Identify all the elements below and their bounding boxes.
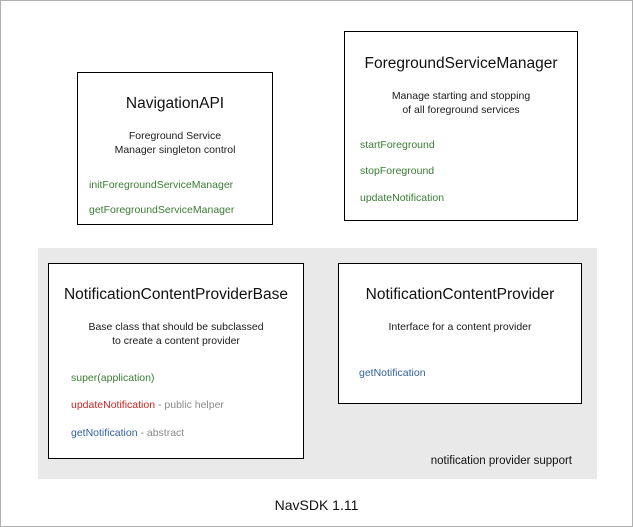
member-row[interactable]: super(application) xyxy=(71,371,303,384)
member-list-navigation-api: initForegroundServiceManager getForegrou… xyxy=(78,178,272,216)
class-box-foreground-service-manager[interactable]: ForegroundServiceManager Manage starting… xyxy=(344,31,578,221)
member-row[interactable]: startForeground xyxy=(360,138,577,151)
member-row[interactable]: initForegroundServiceManager xyxy=(89,178,272,191)
class-title-notification-content-provider: NotificationContentProvider xyxy=(365,286,555,303)
member-name: stopForeground xyxy=(360,165,435,178)
class-description-line-1: Manage starting and stopping xyxy=(391,89,531,102)
member-name: updateNotification xyxy=(71,399,156,412)
class-description-line-2: Manager singleton control xyxy=(114,143,236,156)
class-description-notification-content-provider: Interface for a content provider xyxy=(339,321,581,335)
member-row[interactable]: updateNotification xyxy=(360,191,577,204)
member-name: getForegroundServiceManager xyxy=(89,204,235,217)
member-row[interactable]: stopForeground xyxy=(360,166,577,177)
class-description-line-2: to create a content provider xyxy=(112,334,240,347)
class-box-notification-content-provider-base[interactable]: NotificationContentProviderBase Base cla… xyxy=(48,263,304,459)
class-description-notification-content-provider-base: Base class that should be subclassed to … xyxy=(49,321,303,349)
member-name: super(application) xyxy=(71,371,155,384)
class-description-foreground-service-manager: Manage starting and stopping of all fore… xyxy=(345,90,577,118)
class-description-navigation-api: Foreground Service Manager singleton con… xyxy=(78,130,272,158)
member-list-foreground-service-manager: startForeground stopForeground updateNot… xyxy=(345,138,577,204)
member-row[interactable]: getNotification - abstract xyxy=(71,426,303,439)
member-row[interactable]: getForegroundServiceManager xyxy=(89,205,272,216)
member-note: - abstract xyxy=(137,426,185,439)
member-name: getNotification xyxy=(359,366,426,379)
class-description-line-2: of all foreground services xyxy=(402,103,520,116)
member-row[interactable]: updateNotification - public helper xyxy=(71,400,303,411)
member-row[interactable]: getNotification xyxy=(359,366,581,379)
class-title-foreground-service-manager: ForegroundServiceManager xyxy=(364,55,558,72)
member-name: updateNotification xyxy=(360,191,445,204)
member-note: - public helper xyxy=(155,399,224,412)
class-box-notification-content-provider[interactable]: NotificationContentProvider Interface fo… xyxy=(338,263,582,404)
member-list-notification-content-provider: getNotification xyxy=(339,366,581,379)
class-title-navigation-api: NavigationAPI xyxy=(125,95,225,112)
class-box-navigation-api[interactable]: NavigationAPI Foreground Service Manager… xyxy=(77,72,273,225)
class-title-notification-content-provider-base: NotificationContentProviderBase xyxy=(63,286,288,303)
member-name: getNotification xyxy=(71,426,138,439)
group-label: notification provider support xyxy=(430,455,572,467)
class-description-line-1: Base class that should be subclassed xyxy=(88,320,264,333)
member-list-notification-content-provider-base: super(application) updateNotification - … xyxy=(49,371,303,439)
class-description-line-1: Foreground Service xyxy=(128,129,222,142)
footer-caption: NavSDK 1.11 xyxy=(274,497,359,513)
member-name: startForeground xyxy=(360,138,435,151)
member-name: initForegroundServiceManager xyxy=(89,178,234,191)
class-description-line-1: Interface for a content provider xyxy=(388,320,532,333)
